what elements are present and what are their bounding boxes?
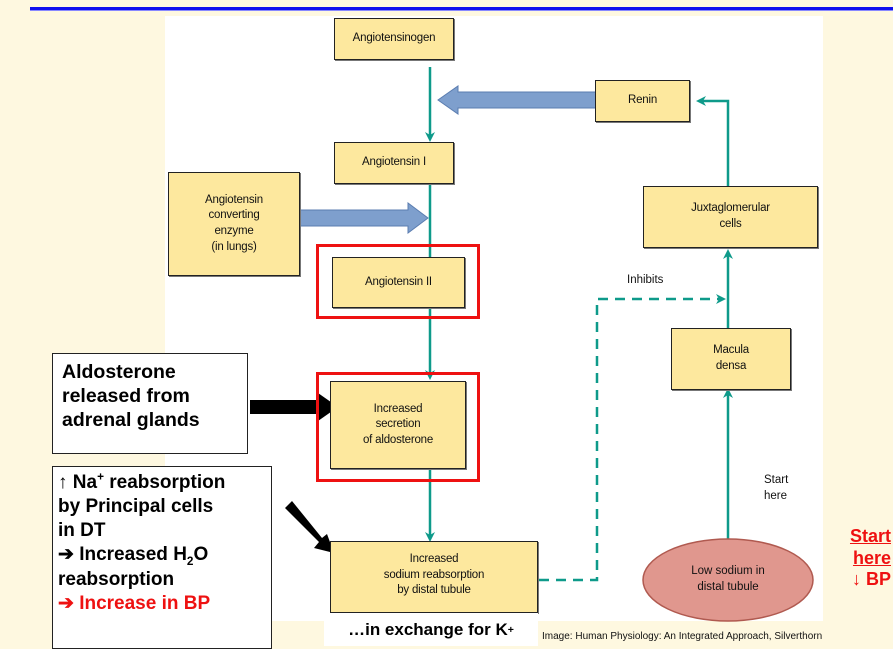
- note-line-2: by Principal cells: [58, 496, 214, 518]
- box-sodium-reabsorption: Increased sodium reabsorption by distal …: [330, 541, 538, 613]
- up-arrow-icon: ↑: [58, 472, 68, 493]
- low-sodium-ellipse: [642, 538, 814, 622]
- box-juxtaglomerular: Juxtaglomerular cells: [643, 186, 818, 248]
- box-angiotensin-2: Angiotensin II: [332, 257, 465, 308]
- image-credit: Image: Human Physiology: An Integrated A…: [542, 631, 823, 642]
- box-renin: Renin: [595, 80, 690, 122]
- diagram-panel: [165, 16, 823, 621]
- highlight-angiotensin-2: [316, 244, 480, 319]
- box-aldosterone-secretion: Increased secretion of aldosterone: [330, 381, 466, 469]
- highlight-aldosterone: [316, 372, 480, 482]
- note-na-reabsorption: ↑ Na+ reabsorption by Principal cells in…: [52, 466, 272, 649]
- box-ace: Angiotensin converting enzyme (in lungs): [168, 172, 300, 276]
- start-here-note: Start here ↓ BP: [847, 526, 891, 591]
- exchange-note: …in exchange for K+: [324, 613, 538, 646]
- start-here-label: Start here: [764, 474, 789, 502]
- note-line-6: ➔ Increase in BP: [58, 592, 211, 614]
- note-line-4: ➔ Increased H2O: [58, 544, 209, 569]
- note-line-1: ↑ Na+ reabsorption: [58, 470, 226, 493]
- note-aldosterone-release: Aldosterone released from adrenal glands: [52, 353, 248, 454]
- here-word: here: [852, 547, 891, 568]
- arrow-jg-to-renin: [696, 96, 730, 186]
- low-sodium-label: Low sodium in distal tubule: [691, 565, 765, 594]
- note-line-5: reabsorption: [58, 568, 175, 590]
- box-angiotensin-1: Angiotensin I: [334, 142, 454, 184]
- box-angiotensinogen: Angiotensinogen: [334, 18, 454, 60]
- box-macula-densa: Macula densa: [671, 328, 791, 390]
- renin-block-arrow: [437, 85, 597, 115]
- title-rule: [30, 7, 893, 11]
- low-bp-label: ↓ BP: [851, 569, 891, 590]
- start-word: Start: [849, 526, 891, 546]
- inhibits-label: Inhibits: [627, 274, 664, 286]
- note-line-3: in DT: [58, 520, 106, 542]
- ace-block-arrow: [298, 202, 429, 234]
- na-black-arrow: [285, 501, 334, 553]
